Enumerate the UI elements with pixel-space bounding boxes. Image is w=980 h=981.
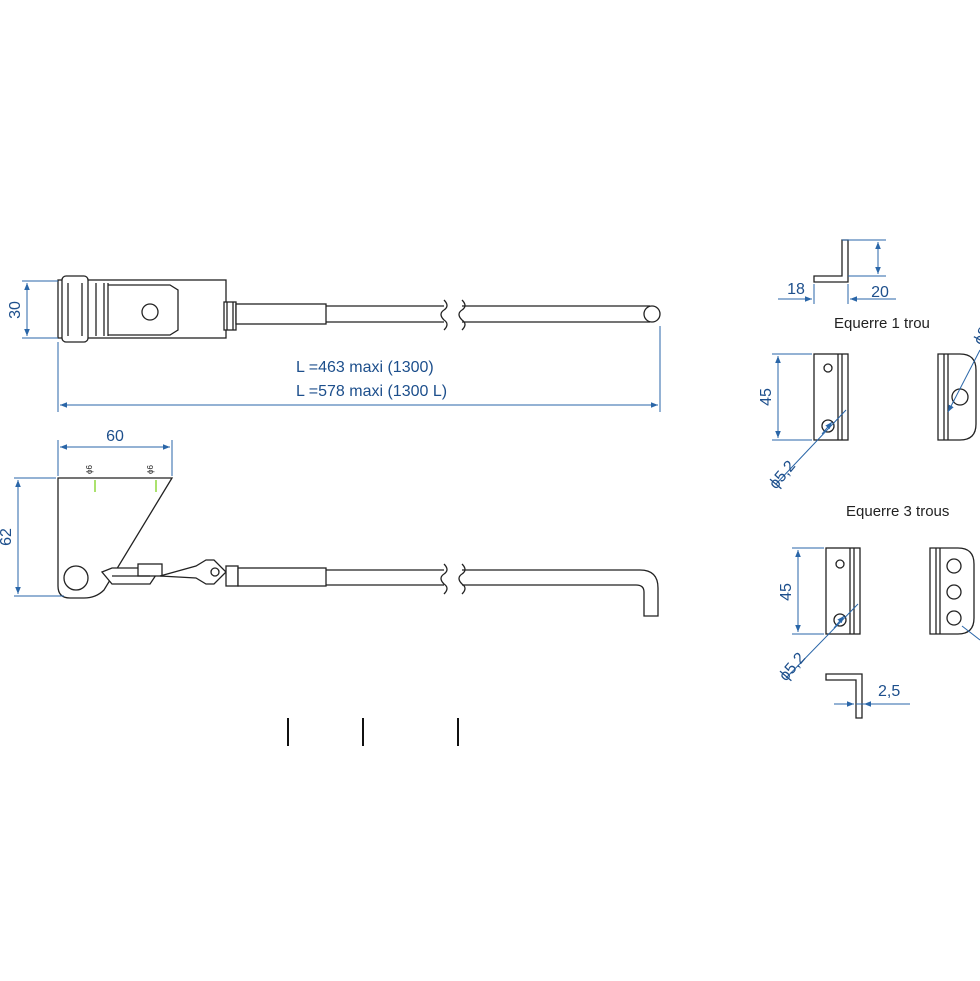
break-mark-left xyxy=(440,299,448,331)
equerre-1-trou-label: Equerre 1 trou xyxy=(834,315,930,332)
link-head xyxy=(137,563,163,577)
equerre-1-trou: ϕ8 45 ϕ5,2 xyxy=(758,324,980,493)
dim-18-label: 18 xyxy=(787,281,805,298)
top-rod-view: 30 L =463 maxi (1300) L =578 maxi (1300 … xyxy=(7,275,661,412)
dim-45-bottom-label: 45 xyxy=(778,583,795,601)
dim-25-label: 2,5 xyxy=(878,683,900,700)
side-nut xyxy=(225,565,239,587)
rod-sleeve xyxy=(235,303,327,325)
dim-phi8-label: ϕ8 xyxy=(971,324,980,348)
nut xyxy=(223,301,237,331)
break-mark-right xyxy=(458,299,466,331)
length-label-1: L =463 maxi (1300) xyxy=(296,359,434,376)
dim-62-label: 62 xyxy=(0,528,15,546)
dim-20-label: 20 xyxy=(871,284,889,301)
bracket-hole xyxy=(63,565,89,591)
clevis-fork xyxy=(108,284,179,336)
side-rod-sleeve xyxy=(237,567,327,587)
hole-phi6-a: ϕ6 xyxy=(85,465,94,474)
bracket-plate xyxy=(57,477,174,599)
clevis-hole xyxy=(141,303,159,321)
dim-30-label: 30 xyxy=(7,301,24,319)
dim-60-label: 60 xyxy=(106,428,124,445)
rod-hook xyxy=(626,569,659,617)
rod-end xyxy=(643,305,661,323)
clevis-plate-left xyxy=(61,275,89,343)
angle-bracket-profile: 18 20 xyxy=(778,239,896,304)
equerre-3-trous-label: Equerre 3 trous xyxy=(846,503,949,520)
dim-phi52-top-label: ϕ5,2 xyxy=(766,458,799,493)
equerre-3-trous: 45 ϕ5,2 xyxy=(776,547,980,685)
hole-phi6-b: ϕ6 xyxy=(146,465,155,474)
side-rod-view: ϕ6 ϕ6 60 62 xyxy=(0,428,659,617)
dim-phi52-bottom-label: ϕ5,2 xyxy=(776,650,809,685)
length-label-2: L =578 maxi (1300 L) xyxy=(296,383,447,400)
turnbuckle xyxy=(159,559,227,585)
thickness-profile: 2,5 xyxy=(825,673,910,719)
dim-45-top-label: 45 xyxy=(758,388,775,406)
tick-marks xyxy=(287,718,459,746)
